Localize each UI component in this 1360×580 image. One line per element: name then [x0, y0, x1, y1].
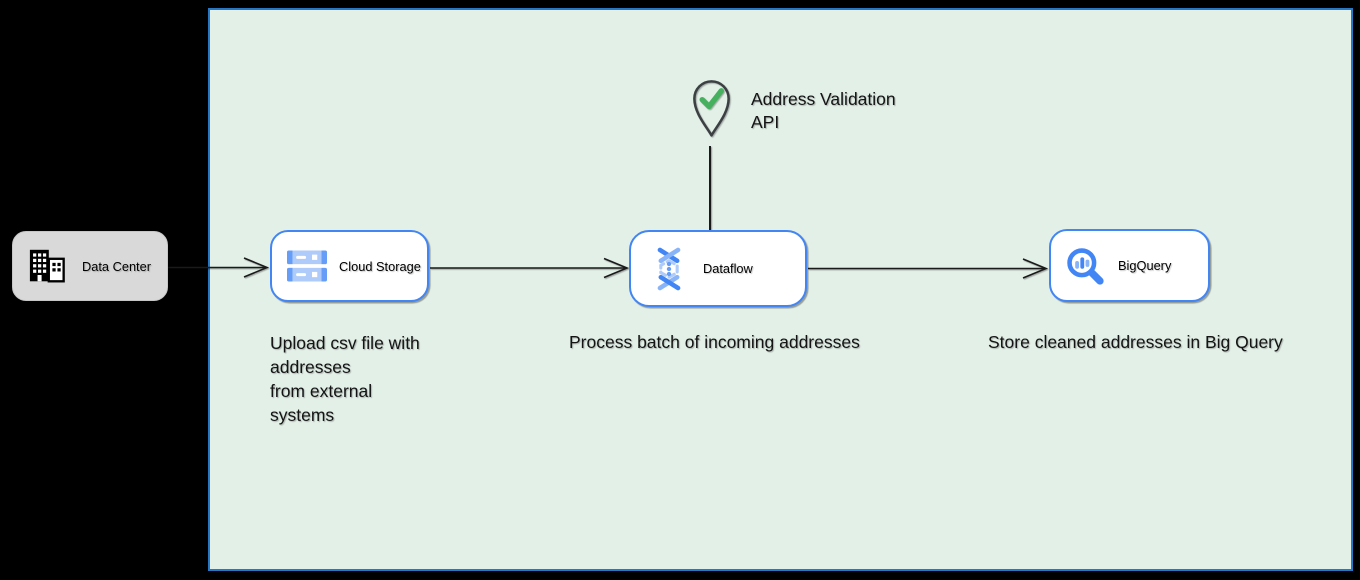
label-line: API [751, 112, 780, 132]
annotation-process-batch: Process batch of incoming addresses [569, 332, 860, 352]
annotation-upload-csv: Upload csv file with addresses from exte… [270, 331, 420, 427]
node-label: Data Center [82, 258, 151, 274]
node-label: Dataflow [703, 261, 753, 276]
location-pin-check-icon [688, 80, 735, 142]
annotation-line: Upload csv file with [270, 333, 420, 353]
bigquery-icon [1065, 246, 1105, 286]
cloud-storage-icon [287, 249, 327, 283]
annotation-line: addresses [270, 357, 351, 377]
node-dataflow[interactable]: Dataflow [629, 230, 807, 307]
building-icon [29, 247, 65, 285]
annotation-store-bigquery: Store cleaned addresses in Big Query [988, 332, 1283, 352]
label-line: Address Validation [751, 89, 896, 109]
node-cloud-storage[interactable]: Cloud Storage [270, 230, 429, 302]
address-validation-marker[interactable] [688, 76, 735, 138]
address-validation-label: Address Validation API [751, 88, 896, 134]
node-data-center[interactable]: Data Center [12, 231, 168, 301]
annotation-line: from external [270, 381, 373, 401]
node-label: Cloud Storage [339, 258, 421, 274]
dataflow-icon [649, 247, 689, 291]
node-label: BigQuery [1118, 258, 1172, 273]
annotation-line: systems [270, 405, 335, 425]
node-bigquery[interactable]: BigQuery [1049, 229, 1210, 302]
